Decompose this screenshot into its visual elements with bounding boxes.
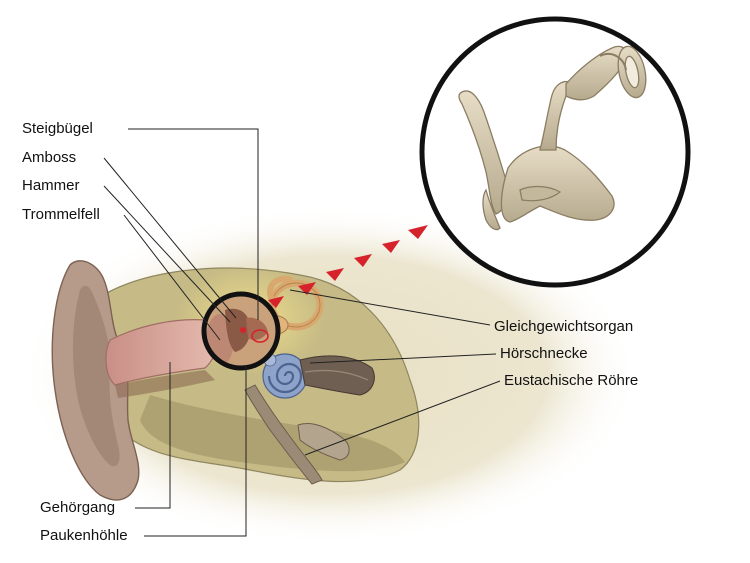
ossicles-detail <box>458 45 647 231</box>
label-ear-canal: Gehörgang <box>40 499 116 516</box>
label-cochlea: Hörschnecke <box>500 345 588 362</box>
label-incus: Amboss <box>22 149 77 166</box>
label-eustachian-tube: Eustachische Röhre <box>504 372 639 389</box>
pinna-inner <box>72 285 120 467</box>
zoom-arrows <box>268 225 428 308</box>
label-malleus: Hammer <box>22 177 80 194</box>
eustachian-tube <box>244 384 323 485</box>
leader-lines <box>103 128 501 537</box>
label-eardrum: Trommelfell <box>22 206 100 223</box>
zoom-circle-small <box>201 291 281 371</box>
label-stapes: Steigbügel <box>22 120 93 137</box>
eustachian-tube-end <box>297 423 350 461</box>
auditory-nerve <box>299 355 375 396</box>
cochlea <box>262 353 308 399</box>
ear-canal-floor <box>115 370 215 398</box>
label-tympanic-cavity: Paukenhöhle <box>40 527 128 544</box>
label-vestibular-organ: Gleichgewichtsorgan <box>494 318 634 335</box>
ear-canal <box>105 319 223 386</box>
